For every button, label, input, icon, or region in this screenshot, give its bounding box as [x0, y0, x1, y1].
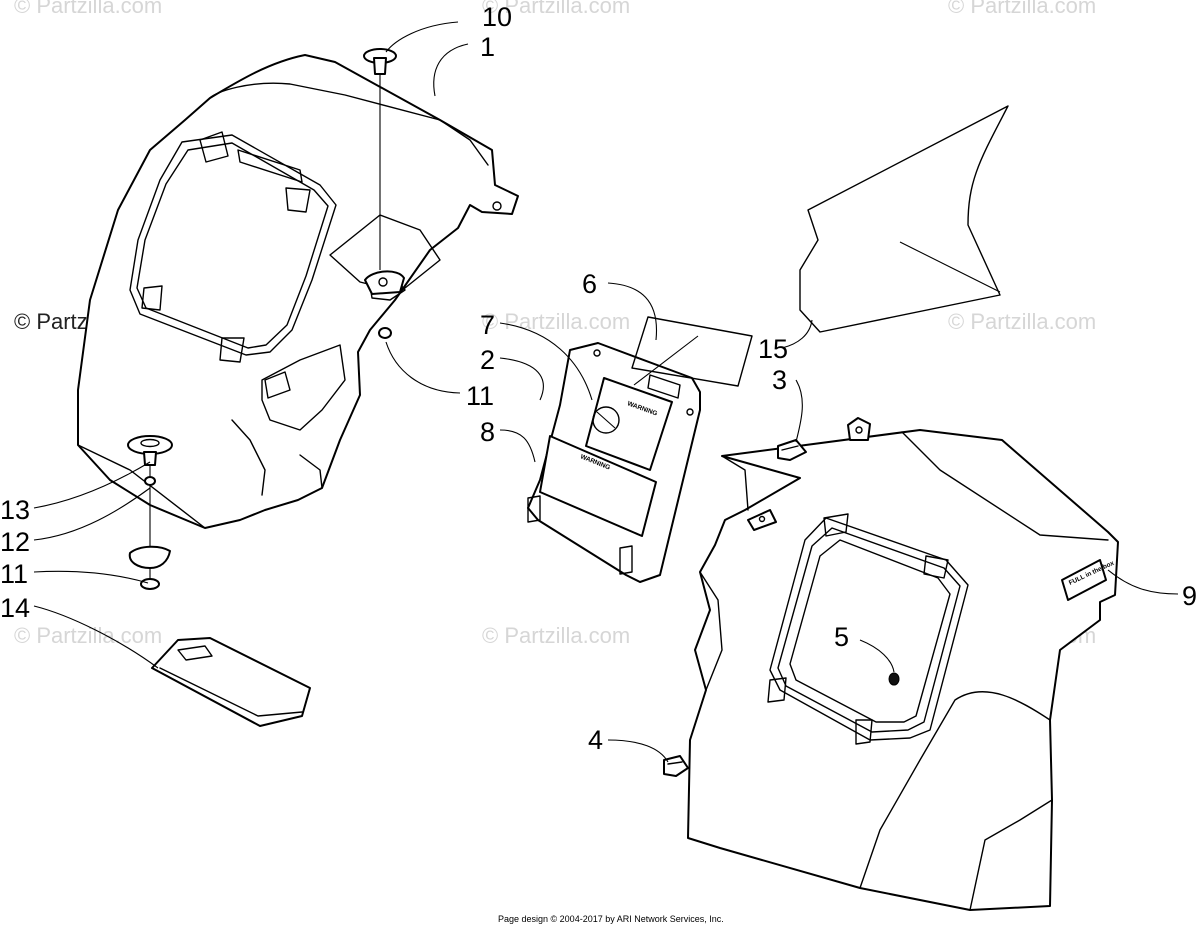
callout-4: 4	[588, 725, 603, 755]
callout-13: 13	[0, 495, 30, 525]
callout-11-lower: 11	[0, 559, 28, 589]
callout-1: 1	[480, 32, 495, 62]
watermark-low-left: © Partzilla.com	[14, 623, 162, 648]
part-1-front-storage-box	[77, 54, 519, 529]
callout-12: 12	[0, 527, 30, 557]
callout-15: 15	[758, 334, 788, 364]
callout-6: 6	[582, 269, 597, 299]
part-5-grommet	[888, 672, 900, 686]
watermark-top-center: © Partzilla.com	[482, 0, 630, 18]
watermark-mid-right: © Partzilla.com	[948, 309, 1096, 334]
part-13-12-11-fastener-stack	[127, 435, 173, 590]
part-10-screw	[363, 48, 397, 270]
callout-9: 9	[1182, 581, 1197, 611]
callout-7: 7	[480, 310, 495, 340]
leader-lines	[33, 21, 1179, 763]
part-11-nut-upper	[364, 270, 405, 339]
watermark-top-left: © Partzilla.com	[14, 0, 162, 18]
callout-2: 2	[480, 345, 495, 375]
callout-3: 3	[772, 365, 787, 395]
part-4-clip	[663, 755, 689, 777]
watermark-top-right: © Partzilla.com	[948, 0, 1096, 18]
callout-11-upper: 11	[466, 381, 494, 411]
part-14-pad	[151, 637, 311, 727]
part-3-clip	[777, 439, 807, 461]
part-6-decal	[631, 316, 753, 387]
part-15-decal	[799, 105, 1009, 333]
footer-copyright: Page design © 2004-2017 by ARI Network S…	[498, 914, 724, 924]
callout-labels: 10 1 6 7 2 8 15 3 11 13 12 11 14 9 5 4	[0, 2, 1197, 755]
callout-10: 10	[482, 2, 512, 32]
watermark-low-center: © Partzilla.com	[482, 623, 630, 648]
watermark-mid-center: © Partzilla.com	[482, 309, 630, 334]
callout-14: 14	[0, 593, 30, 623]
callout-5: 5	[834, 622, 849, 652]
part-2-lid: WARNING WARNING	[527, 342, 701, 583]
part-9-rear-storage-box: FULL in the box	[687, 417, 1119, 911]
callout-8: 8	[480, 417, 495, 447]
